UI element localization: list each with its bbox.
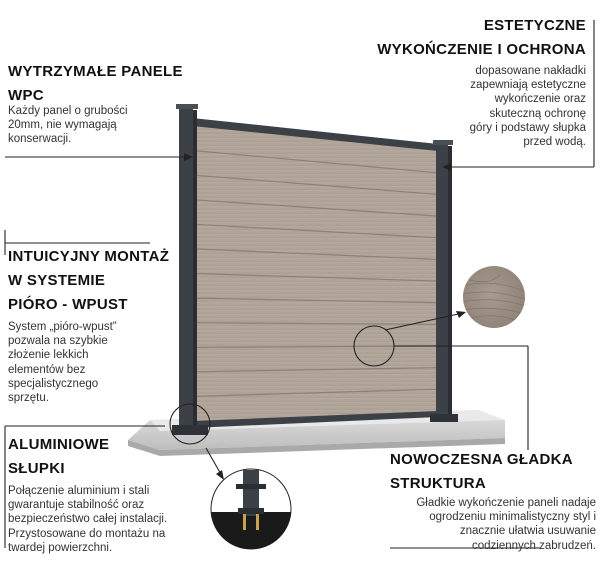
panel-groove [193, 199, 437, 217]
desc-line: Gładkie wykończenie paneli nadaje [416, 497, 596, 509]
wpc-panels [192, 118, 438, 428]
texture-title: NOWOCZESNA GŁADKA STRUKTURA [390, 448, 573, 496]
mounting-description: System „pióro-wpust” pozwala na szybkie … [8, 320, 168, 405]
desc-line: przed wodą. [523, 136, 586, 149]
desc-line: 20mm, nie wymagają [8, 119, 117, 132]
panel-groove [193, 248, 437, 260]
desc-line: twardej powierzchni. [8, 541, 113, 554]
left-post [172, 104, 208, 435]
desc-line: dopasowane nakładki [475, 65, 586, 77]
texture-title-line2: STRUKTURA [390, 475, 487, 492]
mounting-title-line2: W SYSTEMIE [8, 272, 106, 289]
mounting-title-line1: INTUICYJNY MONTAŻ [8, 248, 170, 265]
panels-title-line2: WPC [8, 87, 44, 104]
texture-description: Gładkie wykończenie paneli nadaje ogrodz… [381, 496, 596, 553]
desc-line: sprzętu. [8, 392, 49, 405]
desc-line: codziennych zabrudzeń. [471, 539, 596, 552]
desc-line: konserwacji. [8, 133, 72, 146]
posts-title-line1: ALUMINIOWE [8, 436, 110, 453]
desc-line: gwarantuje stabilność oraz [8, 499, 145, 512]
texture-zoom-circle [463, 266, 525, 328]
desc-line: specjalistycznego [8, 377, 99, 390]
desc-line: złożenie lekkich [8, 349, 89, 362]
panel-groove [193, 150, 437, 174]
callout-lines [4, 20, 595, 549]
desc-line: wykończenie oraz [494, 93, 586, 106]
desc-line: elementów bez [8, 363, 86, 376]
desc-line: Przystosowane do montażu na [8, 527, 166, 540]
desc-line: zapewniają estetyczne [470, 79, 586, 92]
mounting-title: INTUICYJNY MONTAŻ W SYSTEMIE PIÓRO - WPU… [8, 245, 169, 317]
desc-line: Każdy panel o grubości [8, 105, 128, 117]
panel-groove [193, 174, 437, 195]
post-base-detail-circle [210, 468, 292, 550]
desc-line: pozwala na szybkie [8, 335, 108, 348]
callout-arrows [184, 153, 466, 480]
aesthetic-title-line2: WYKOŃCZENIE I OCHRONA [377, 41, 586, 58]
aesthetic-title-line1: ESTETYCZNE [483, 17, 586, 34]
desc-line: skuteczną ochronę [489, 107, 586, 120]
panel-groove [193, 272, 437, 282]
panel-groove [193, 388, 437, 397]
right-post [430, 140, 458, 422]
panel-groove [193, 297, 437, 304]
desc-line: góry i podstawy słupka [469, 121, 586, 134]
posts-title-line2: SŁUPKI [8, 460, 65, 477]
panel-groove [193, 322, 437, 325]
mounting-title-line3: PIÓRO - WPUST [8, 296, 128, 313]
panels-title-line1: WYTRZYMAŁE PANELE [8, 63, 183, 80]
desc-line: Połączenie aluminium i stali [8, 485, 150, 497]
aesthetic-title: ESTETYCZNE WYKOŃCZENIE I OCHRONA [286, 14, 586, 62]
panel-groove [193, 367, 437, 373]
desc-line: System „pióro-wpust” [8, 321, 117, 333]
desc-line: znacznie ułatwia usuwanie [459, 525, 596, 538]
desc-line: bezpieczeństwo całej instalacji. [8, 513, 168, 526]
texture-title-line1: NOWOCZESNA GŁADKA [390, 451, 573, 468]
posts-description: Połączenie aluminium i stali gwarantuje … [8, 484, 208, 555]
posts-title: ALUMINIOWE SŁUPKI [8, 433, 109, 481]
aesthetic-description: dopasowane nakładki zapewniają estetyczn… [386, 64, 586, 149]
panel-groove [193, 223, 437, 239]
panels-title: WYTRZYMAŁE PANELE WPC [8, 60, 183, 108]
desc-line: ogrodzeniu minimalistyczny styl i [429, 511, 596, 524]
panels-description: Każdy panel o grubości 20mm, nie wymagaj… [8, 104, 183, 147]
